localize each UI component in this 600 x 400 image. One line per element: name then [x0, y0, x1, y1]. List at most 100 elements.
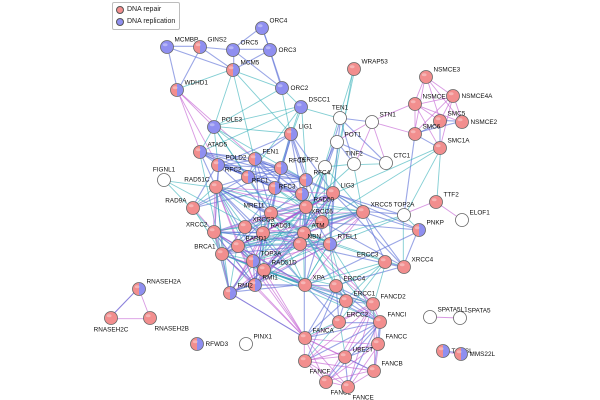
node-rmi2[interactable]: RMI2 [223, 283, 254, 300]
node-pot1[interactable]: POT1 [330, 132, 362, 149]
node-pnkp[interactable]: PNKP [412, 220, 444, 237]
node-fill-repair [246, 254, 253, 268]
node-ercc1[interactable]: ERCC1 [339, 291, 376, 308]
node-rfc1[interactable]: RFC1 [252, 178, 282, 195]
node-rtel1[interactable]: RTEL1 [323, 234, 358, 251]
node-ctc1[interactable]: CTC1 [379, 153, 411, 170]
node-nbn[interactable]: NBN [293, 234, 322, 251]
node-circle [453, 311, 467, 325]
node-mms22l[interactable]: MMS22L [454, 347, 496, 361]
node-xpa[interactable]: XPA [298, 275, 326, 292]
node-bard1[interactable]: BARD1 [231, 236, 268, 253]
node-rfwd3[interactable]: RFWD3 [190, 337, 229, 351]
edge-mcm5-fen1 [231, 69, 255, 159]
node-fignl1[interactable]: FIGNL1 [153, 167, 176, 187]
node-smc1a[interactable]: SMC1A [433, 138, 471, 155]
node-circle [104, 311, 118, 325]
node-pold2[interactable]: POLD2 [211, 155, 247, 172]
node-label: FANCC [386, 334, 408, 341]
node-outline [454, 347, 468, 361]
node-smc5[interactable]: SMC5 [433, 111, 466, 128]
node-terf2[interactable]: TERF2 [298, 157, 332, 174]
node-label: WDHD1 [185, 80, 209, 87]
node-nsmce4a[interactable]: NSMCE4A [446, 89, 494, 103]
node-xrcc2[interactable]: XRCC2 [186, 222, 221, 239]
node-highlight [250, 155, 256, 159]
node-orc2[interactable]: ORC2 [275, 81, 309, 95]
node-orc3[interactable]: ORC3 [263, 43, 297, 57]
node-nsmce3[interactable]: NSMCE3 [419, 67, 461, 84]
node-rad51[interactable]: RAD51 [256, 223, 292, 240]
node-spata5l1[interactable]: SPATA5L1 [423, 307, 469, 324]
node-rfc4[interactable]: RFC4 [299, 170, 331, 187]
node-xrcc5[interactable]: XRCC5 [356, 202, 393, 219]
node-wdhd1[interactable]: WDHD1 [170, 80, 209, 97]
node-fance[interactable]: FANCE [341, 380, 374, 400]
node-pinx1[interactable]: PINX1 [239, 334, 273, 351]
node-smc6[interactable]: SMC6 [408, 124, 441, 141]
node-rfc2[interactable]: RFC2 [225, 167, 255, 184]
node-rad51d[interactable]: RAD51D [257, 260, 298, 277]
node-brca1[interactable]: BRCA1 [194, 244, 229, 261]
edge-ercc4-fanci [334, 284, 380, 322]
node-fancl[interactable]: FANCL [319, 375, 352, 397]
node-fancd2[interactable]: FANCD2 [366, 294, 407, 311]
node-nsmce1[interactable]: NSMCE1 [408, 94, 450, 111]
node-tinf2[interactable]: TINF2 [345, 151, 363, 171]
node-mcmbp[interactable]: MCMBP [160, 37, 199, 54]
node-elof1[interactable]: ELOF1 [455, 210, 491, 227]
node-fanca[interactable]: FANCA [298, 328, 335, 345]
edge-nsmce3-nsmce2 [425, 76, 463, 123]
node-ercc2[interactable]: ERCC2 [332, 312, 369, 329]
node-stn1[interactable]: STN1 [365, 112, 397, 129]
node-lig1[interactable]: LIG1 [284, 124, 313, 141]
node-ercc3[interactable]: ERCC3 [357, 252, 392, 269]
node-rnaseh2c[interactable]: RNASEH2C [94, 311, 129, 334]
edge-fanca-rad51d [263, 269, 306, 339]
node-ercc4[interactable]: ERCC4 [329, 276, 366, 293]
node-fanci[interactable]: FANCI [373, 312, 407, 329]
node-rfc3[interactable]: RFC3 [279, 184, 309, 201]
node-top2a[interactable]: TOP2A [394, 202, 416, 222]
node-rnaseh2b[interactable]: RNASEH2B [143, 311, 189, 333]
node-circle [356, 205, 370, 219]
node-highlight [335, 114, 341, 118]
node-label: LIG1 [299, 124, 313, 131]
node-mre11[interactable]: MRE11 [244, 203, 278, 220]
node-lig3[interactable]: LIG3 [326, 183, 355, 200]
node-spata5[interactable]: SPATA5 [453, 308, 492, 325]
node-ttf2[interactable]: TTF2 [429, 192, 460, 209]
node-orc5[interactable]: ORC5 [226, 40, 259, 57]
node-dscc1[interactable]: DSCC1 [294, 97, 331, 114]
node-gins2[interactable]: GINS2 [193, 37, 228, 54]
node-orc4[interactable]: ORC4 [255, 18, 288, 35]
node-wrap53[interactable]: WRAP53 [347, 59, 389, 76]
node-rad50[interactable]: RAD50 [299, 197, 335, 214]
node-rad51c[interactable]: RAD51C [184, 177, 223, 194]
node-pole3[interactable]: POLE3 [207, 117, 243, 134]
node-ten1[interactable]: TEN1 [332, 105, 349, 125]
node-ube2t[interactable]: UBE2T [338, 347, 374, 364]
node-rad9a[interactable]: RAD9A [165, 198, 200, 215]
node-xrcc6[interactable]: XRCC6 [311, 209, 333, 229]
node-fen1[interactable]: FEN1 [248, 149, 280, 166]
node-fancb[interactable]: FANCB [367, 361, 403, 378]
node-xrcc3[interactable]: XRCC3 [238, 217, 275, 234]
node-highlight [425, 313, 431, 317]
node-rmi1[interactable]: RMI1 [248, 275, 279, 292]
edge-fancd2-fancb [373, 304, 376, 372]
node-fancc[interactable]: FANCC [371, 334, 408, 351]
edge-orc2-lig1 [280, 87, 291, 134]
node-rfc5[interactable]: RFC5 [274, 158, 306, 175]
node-rnaseh2a[interactable]: RNASEH2A [132, 279, 182, 296]
node-circle [257, 263, 271, 277]
node-atad5[interactable]: ATAD5 [193, 142, 228, 159]
node-top3a[interactable]: TOP3A [246, 251, 283, 268]
edge-nsmce4a-smc6 [413, 94, 453, 134]
node-xrcc4[interactable]: XRCC4 [397, 257, 434, 274]
edge-ercc3-rtel1 [329, 242, 385, 262]
node-nsmce2[interactable]: NSMCE2 [455, 115, 498, 129]
node-mcm5[interactable]: MCM5 [226, 60, 260, 77]
node-label: FANCI [388, 312, 407, 319]
node-fancf[interactable]: FANCF [298, 354, 331, 376]
